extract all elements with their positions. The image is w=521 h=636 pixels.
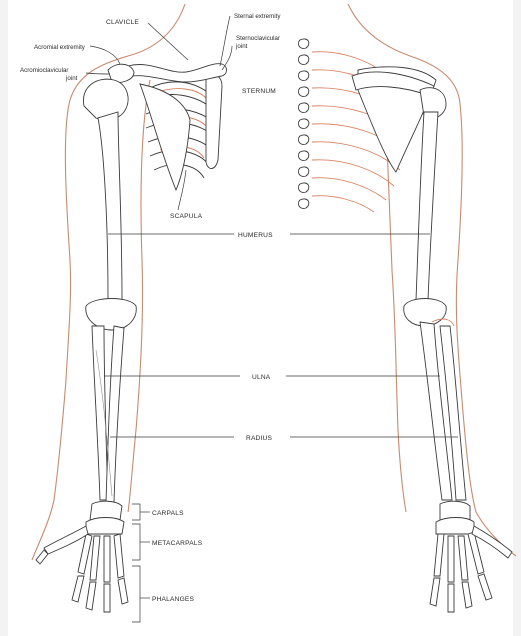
radius-left xyxy=(106,326,124,502)
label-sternal-extremity: Sternal extremity xyxy=(234,13,281,20)
left-edge-shading xyxy=(0,0,8,636)
label-acromioclavicular-joint-line1: Acromioclavicular xyxy=(20,67,68,74)
hand-right xyxy=(430,501,512,612)
label-ulna: ULNA xyxy=(252,374,271,381)
right-edge-shading xyxy=(513,0,521,636)
label-carpals: CARPALS xyxy=(152,510,184,517)
label-acromioclavicular-joint-line2: joint xyxy=(65,75,78,82)
label-humerus: HUMERUS xyxy=(238,232,273,239)
label-acromial-extremity: Acromial extremity xyxy=(34,44,86,51)
scapula-anterior xyxy=(140,84,190,190)
hand-left xyxy=(36,501,128,612)
humerus-right xyxy=(416,112,438,300)
label-radius: RADIUS xyxy=(246,435,273,442)
sternum-bone xyxy=(206,74,222,169)
ulna-left xyxy=(92,326,108,500)
label-scapula: SCAPULA xyxy=(170,213,203,220)
label-sternoclavicular-joint-line1: Sternoclavicular xyxy=(236,35,280,42)
label-clavicle: CLAVICLE xyxy=(106,19,139,26)
humerus-left-head xyxy=(83,79,128,120)
humerus-right-distal xyxy=(404,299,446,327)
vertebral-column xyxy=(298,39,308,208)
label-metacarpals: METACARPALS xyxy=(152,540,203,547)
label-sternoclavicular-joint-line2: joint xyxy=(235,43,248,50)
label-sternum: STERNUM xyxy=(242,88,276,95)
humerus-left xyxy=(98,112,122,300)
label-phalanges: PHALANGES xyxy=(152,596,195,603)
humerus-left-distal xyxy=(86,299,136,331)
